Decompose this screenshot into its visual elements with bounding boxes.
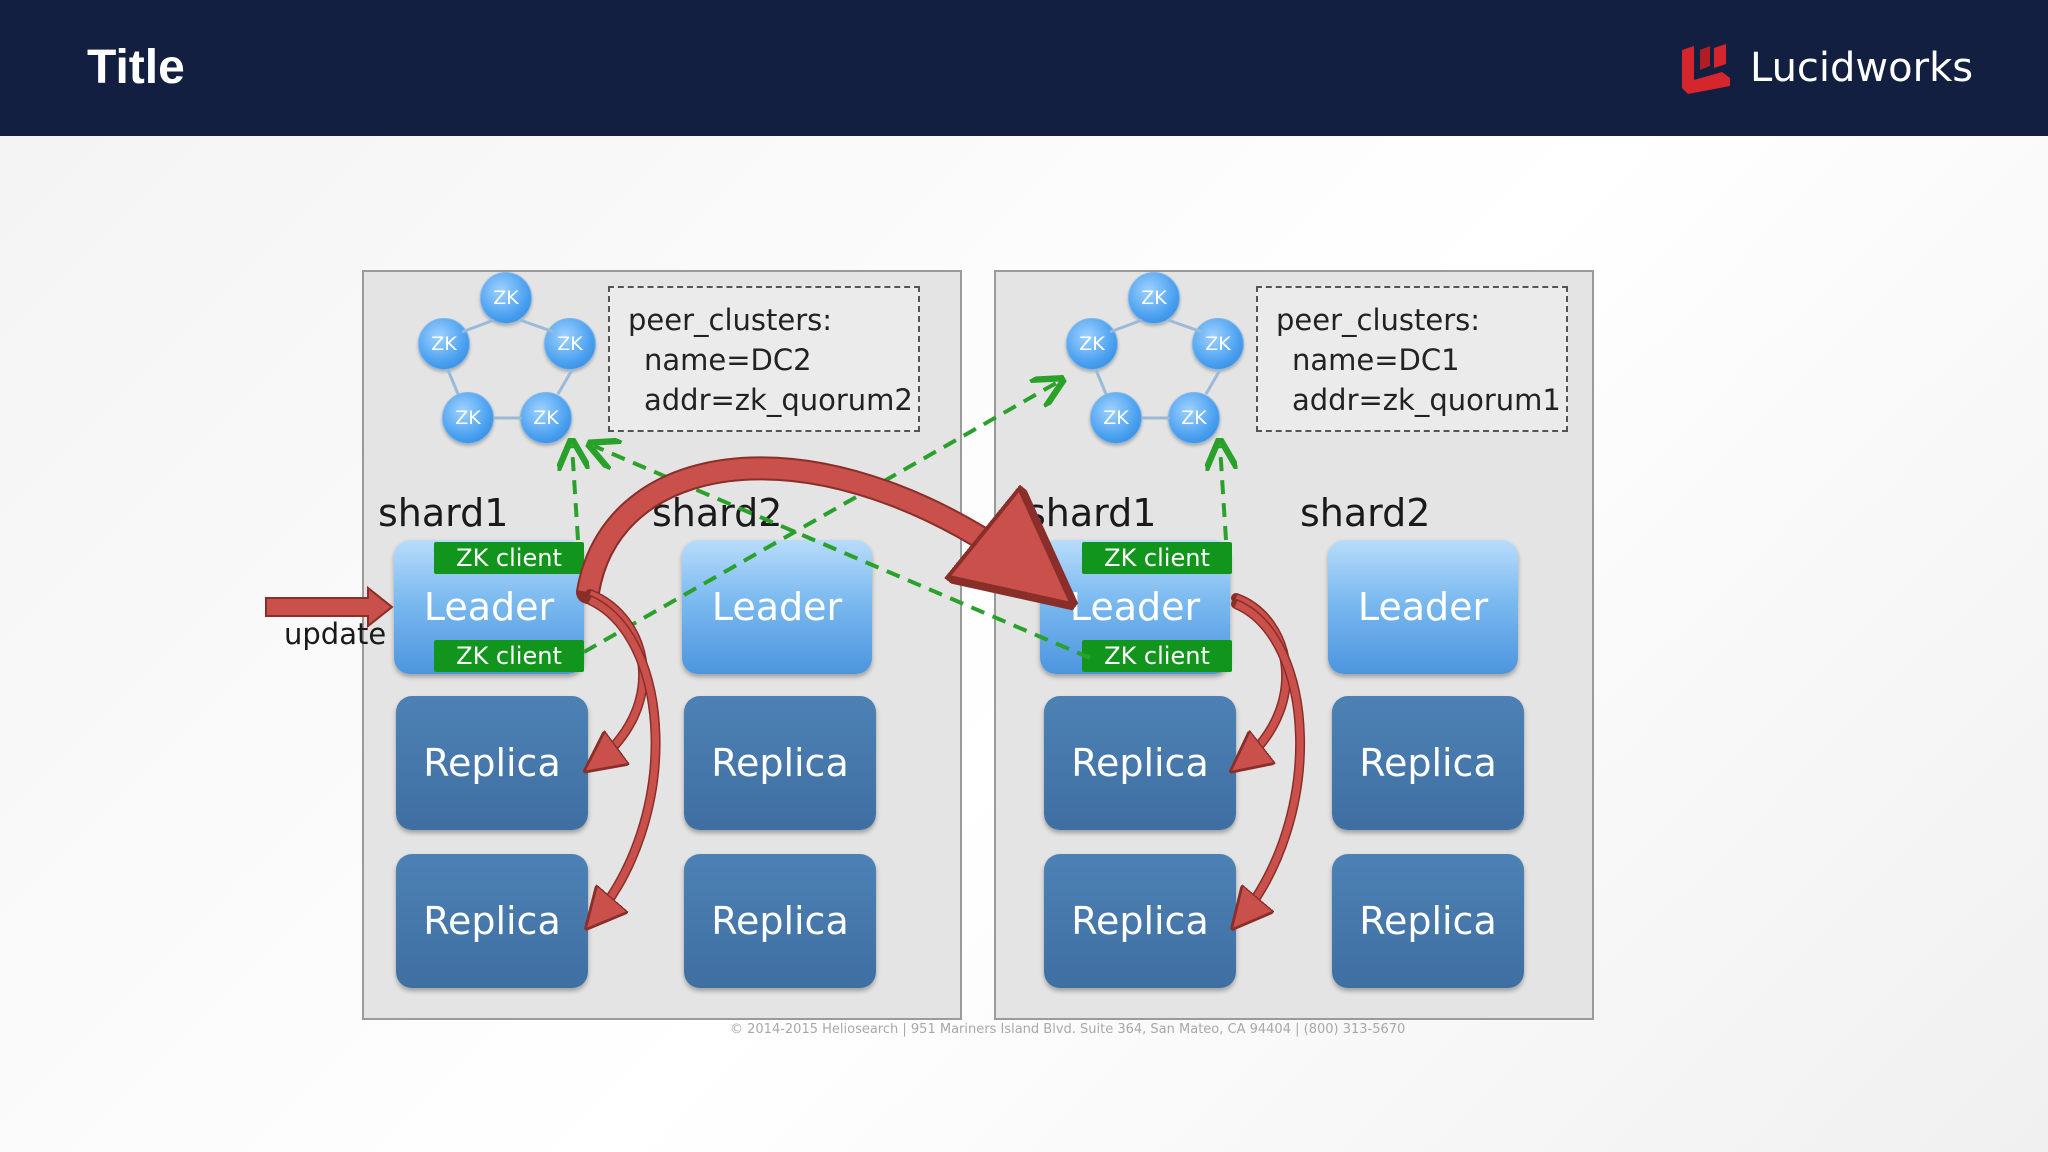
left-shard2-label: shard2 (652, 491, 783, 535)
right-shard1-replica: Replica (1044, 696, 1236, 830)
peer-cluster-name: name=DC1 (1292, 343, 1460, 377)
header-bar: Title Lucidworks (0, 0, 2048, 136)
update-arrow-icon (265, 585, 394, 629)
zookeeper-node: ZK (480, 272, 532, 324)
right-shard2-leader: Leader (1328, 540, 1518, 674)
zk-client-badge: ZK client (1082, 640, 1232, 672)
peer-cluster-name: name=DC2 (644, 343, 812, 377)
right-shard2-replica: Replica (1332, 854, 1524, 988)
zk-client-connections (572, 382, 1226, 660)
left-replication-arrows (590, 589, 661, 922)
right-shard2-label: shard2 (1300, 491, 1431, 535)
peer-cluster-addr: addr=zk_quorum1 (1292, 383, 1561, 417)
zk-ring-links (446, 318, 1222, 420)
peer-cluster-addr: addr=zk_quorum2 (644, 383, 913, 417)
zookeeper-node: ZK (520, 392, 572, 444)
zookeeper-node: ZK (1168, 392, 1220, 444)
zookeeper-node: ZK (1066, 318, 1118, 370)
lucidworks-logo-icon (1682, 44, 1730, 94)
zookeeper-node: ZK (1090, 392, 1142, 444)
zookeeper-node: ZK (544, 318, 596, 370)
right-shard2-replica: Replica (1332, 696, 1524, 830)
zk-client-badge: ZK client (434, 542, 584, 574)
slide-title: Title (87, 41, 185, 94)
left-shard1-label: shard1 (378, 491, 509, 535)
zookeeper-node: ZK (1192, 318, 1244, 370)
peer-clusters-heading: peer_clusters: (628, 303, 833, 337)
left-shard2-replica: Replica (684, 696, 876, 830)
replication-diagram: peer_clusters: name=DC2 addr=zk_quorum2 … (242, 258, 1606, 1048)
left-peer-clusters-box: peer_clusters: name=DC2 addr=zk_quorum2 (608, 286, 920, 432)
left-shard1-replica: Replica (396, 854, 588, 988)
left-shard2-leader: Leader (682, 540, 872, 674)
right-replication-arrows (1236, 593, 1306, 922)
right-peer-clusters-box: peer_clusters: name=DC1 addr=zk_quorum1 (1256, 286, 1568, 432)
diagram-footer: © 2014-2015 Heliosearch | 951 Mariners I… (730, 1022, 1406, 1037)
zk-client-badge: ZK client (434, 640, 584, 672)
diagram-connectors (265, 318, 1306, 1048)
brand-name: Lucidworks (1750, 45, 1974, 91)
zookeeper-node: ZK (1128, 272, 1180, 324)
right-shard1-replica: Replica (1044, 854, 1236, 988)
update-label: update (284, 617, 387, 651)
zookeeper-node: ZK (418, 318, 470, 370)
peer-clusters-heading: peer_clusters: (1276, 303, 1481, 337)
left-shard2-replica: Replica (684, 854, 876, 988)
zk-client-badge: ZK client (1082, 542, 1232, 574)
zookeeper-node: ZK (442, 392, 494, 444)
cross-cluster-arrow (578, 458, 1052, 592)
left-shard1-replica: Replica (396, 696, 588, 830)
